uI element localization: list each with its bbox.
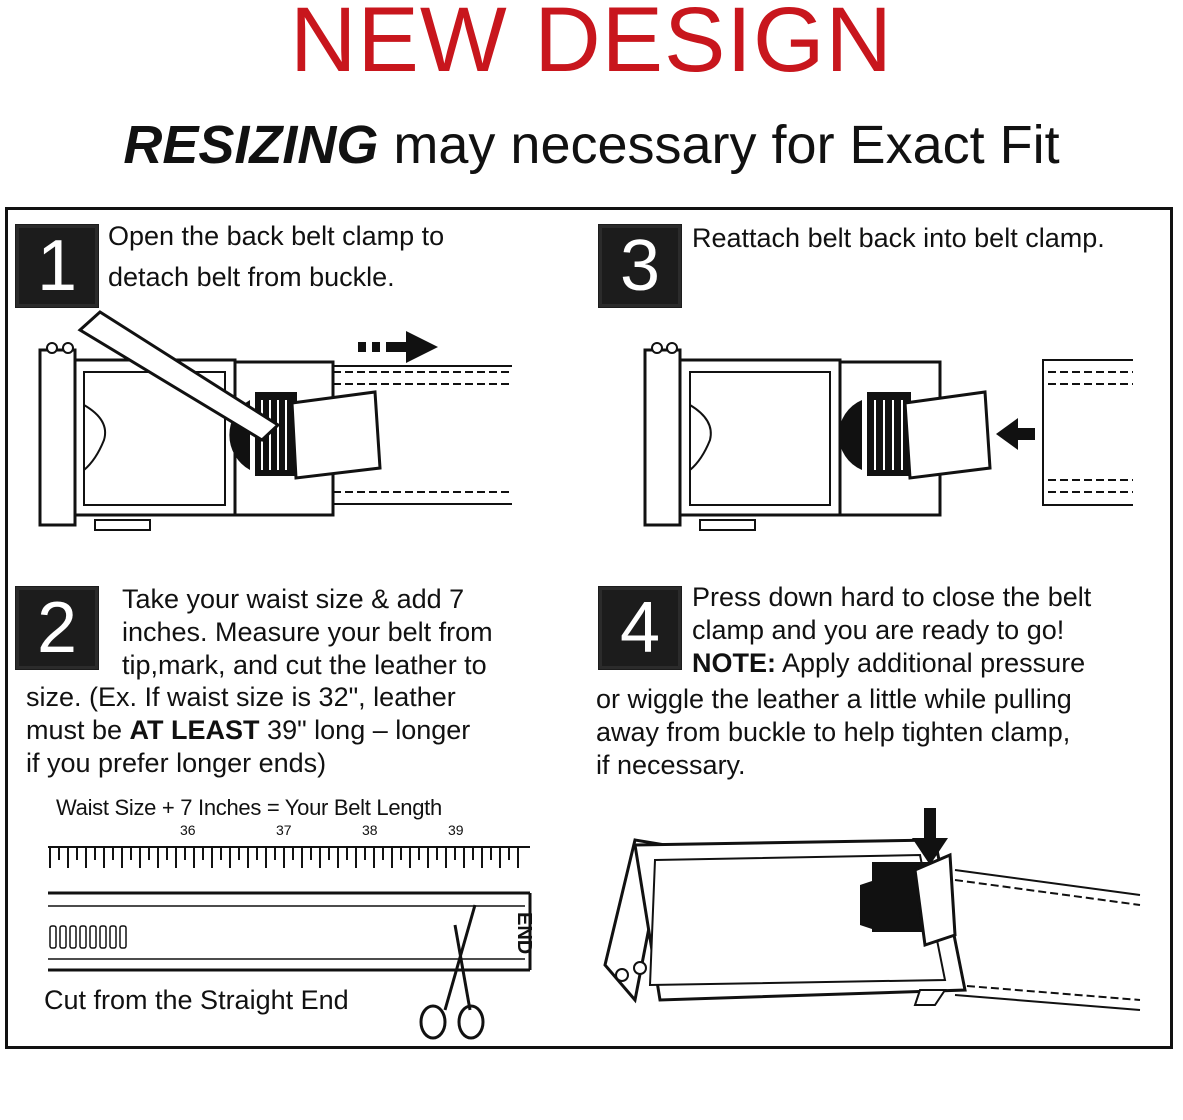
step-2-text: Take your waist size & add 7 inches. Mea…	[122, 583, 493, 682]
cut-instruction: Cut from the Straight End	[44, 985, 349, 1015]
step-2-line: tip,mark, and cut the leather to	[122, 650, 487, 680]
ruler-tick-label: 37	[276, 822, 292, 838]
step-2-line: if you prefer longer ends)	[26, 748, 327, 778]
step-2-text-continued: size. (Ex. If waist size is 32", leather…	[26, 681, 470, 780]
step-2-line: must be AT LEAST 39" long – longer	[26, 715, 471, 745]
step-4-line: or wiggle the leather a little while pul…	[596, 684, 1072, 714]
step-4-line: clamp and you are ready to go!	[692, 615, 1065, 645]
step-1-line: detach belt from buckle.	[108, 262, 395, 292]
step-2-line: size. (Ex. If waist size is 32", leather	[26, 682, 456, 712]
step-3-text: Reattach belt back into belt clamp.	[692, 222, 1105, 255]
ruler-tick-label: 38	[362, 822, 378, 838]
step-1-line: Open the back belt clamp to	[108, 221, 445, 251]
step-4-text-continued: or wiggle the leather a little while pul…	[596, 683, 1072, 782]
note-label: NOTE:	[692, 648, 776, 678]
subheadline: RESIZING may necessary for Exact Fit	[0, 118, 1183, 172]
headline: NEW DESIGN	[290, 0, 893, 91]
step-4-line: if necessary.	[596, 750, 746, 780]
end-label: END	[513, 912, 535, 955]
step-4-line: Press down hard to close the belt	[692, 582, 1092, 612]
subheadline-emphasis: RESIZING	[123, 115, 379, 175]
step-4-line: away from buckle to help tighten clamp,	[596, 717, 1071, 747]
step-2-number: 2	[15, 586, 99, 670]
step-4-number: 4	[598, 586, 682, 670]
ruler-title: Waist Size + 7 Inches = Your Belt Length	[56, 795, 442, 820]
subheadline-rest: may necessary for Exact Fit	[378, 115, 1060, 175]
step-3-number: 3	[598, 224, 682, 308]
step-2-line: Take your waist size & add 7	[122, 584, 465, 614]
ruler-tick-label: 39	[448, 822, 464, 838]
step-2-line: inches. Measure your belt from	[122, 617, 493, 647]
at-least-emphasis: AT LEAST	[129, 715, 260, 745]
step-1-text: Open the back belt clamp to detach belt …	[108, 220, 444, 294]
step-4-line: NOTE: Apply additional pressure	[692, 648, 1086, 678]
step-3-line: Reattach belt back into belt clamp.	[692, 223, 1105, 253]
step-1-number: 1	[15, 224, 99, 308]
ruler-tick-label: 36	[180, 822, 196, 838]
instruction-panel	[5, 207, 1173, 1049]
step-4-text: Press down hard to close the belt clamp …	[692, 581, 1091, 680]
